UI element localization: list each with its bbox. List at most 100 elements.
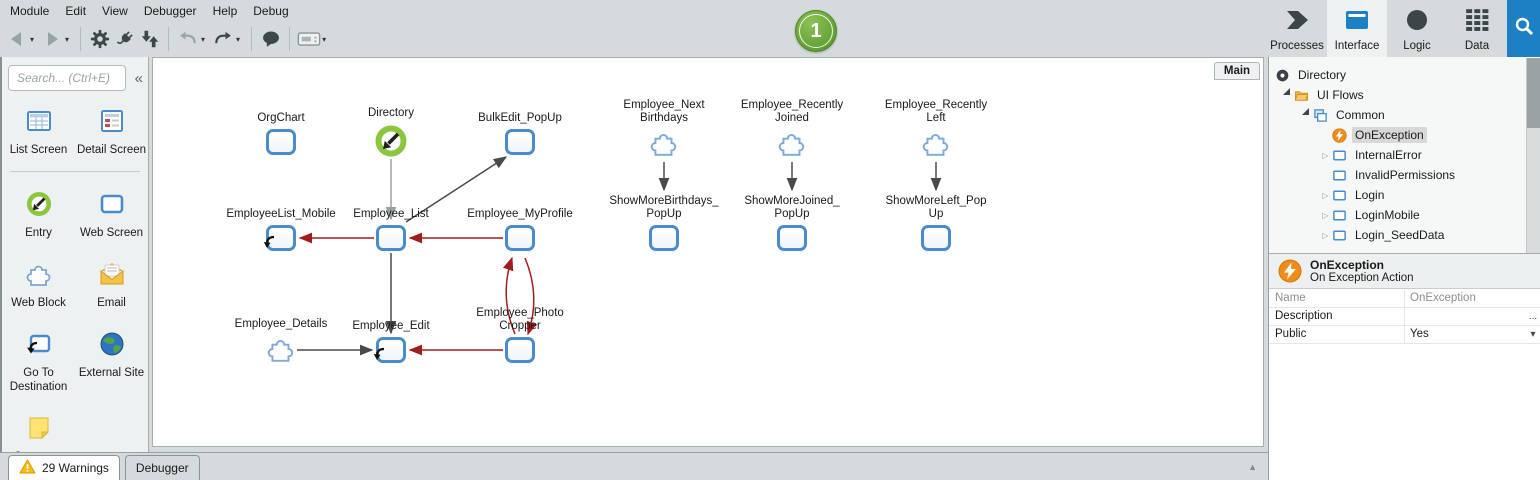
toolbox-item-web-screen[interactable]: Web Screen xyxy=(75,190,148,240)
flow-node-employee-next-birthdays[interactable] xyxy=(649,128,679,163)
tree-item-login[interactable]: ▷ Login xyxy=(1269,185,1527,205)
toolbox-item-web-block[interactable]: Web Block xyxy=(2,260,75,310)
flow-node-employee-edit[interactable] xyxy=(373,337,406,363)
flow-node-employee-recently-left[interactable] xyxy=(921,128,951,163)
top-tab-label: Interface xyxy=(1334,40,1380,52)
menu-debug[interactable]: Debug xyxy=(253,4,289,18)
bottom-tab-debugger[interactable]: Debugger xyxy=(124,455,200,480)
canvas-tab-main[interactable]: Main xyxy=(1214,62,1260,80)
global-search-button[interactable] xyxy=(1507,0,1540,57)
expander-collapsed-icon[interactable]: ▷ xyxy=(1322,150,1329,160)
tree-item-invalidpermissions[interactable]: InvalidPermissions xyxy=(1269,165,1527,185)
top-tab-logic[interactable]: Logic xyxy=(1387,0,1447,57)
properties-header: OnException On Exception Action xyxy=(1269,253,1540,289)
flow-node-employee-list[interactable] xyxy=(376,225,406,251)
bottom-tab-29-warnings[interactable]: 29 Warnings xyxy=(8,455,120,480)
dropdown-arrow-icon[interactable]: ▾ xyxy=(65,34,70,44)
navigate-back-icon[interactable] xyxy=(4,25,29,53)
tree-item-internalerror[interactable]: ▷InternalError xyxy=(1269,145,1527,165)
toolbox-search-input[interactable] xyxy=(8,65,126,91)
property-value[interactable]: OnException xyxy=(1410,292,1476,304)
scrollbar-thumb[interactable] xyxy=(1527,58,1540,128)
toolbox-item-detail-screen[interactable]: Detail Screen xyxy=(75,107,148,157)
logic-icon xyxy=(1404,0,1430,40)
properties-title: OnException xyxy=(1310,257,1385,272)
property-name: Description xyxy=(1269,308,1405,325)
annotation-step-badge: 1 xyxy=(795,10,837,52)
tree-item-label: UI Flows xyxy=(1317,88,1364,102)
node-label-employee-edit: Employee_Edit xyxy=(352,320,430,332)
toolbox-item-email[interactable]: Email xyxy=(75,260,148,310)
toolbar-separator xyxy=(289,27,291,51)
dropdown-arrow-icon[interactable]: ▾ xyxy=(1530,329,1536,340)
toolbox-item-list-screen[interactable]: List Screen xyxy=(2,107,75,157)
processes-icon xyxy=(1284,0,1310,40)
top-tab-label: Data xyxy=(1464,40,1490,52)
menu-view[interactable]: View xyxy=(102,4,128,18)
dropdown-arrow-icon[interactable]: ▾ xyxy=(322,34,327,44)
search-icon xyxy=(1514,16,1534,41)
tree-item-ui-flows[interactable]: UI Flows xyxy=(1269,85,1527,105)
flow-node-employee-details[interactable] xyxy=(266,334,296,369)
collapse-toolbox-icon[interactable]: « xyxy=(134,70,143,87)
top-tab-data[interactable]: Data xyxy=(1447,0,1507,57)
menu-debugger[interactable]: Debugger xyxy=(143,4,197,18)
undo-icon[interactable] xyxy=(175,25,200,53)
screen-small-icon xyxy=(1332,168,1347,183)
connect-plug-icon[interactable] xyxy=(112,25,137,53)
settings-gear-icon[interactable] xyxy=(87,25,112,53)
redo-icon[interactable] xyxy=(210,25,235,53)
node-label-employee-myprofile: Employee_MyProfile xyxy=(467,208,573,220)
tree-item-loginmobile[interactable]: ▷LoginMobile xyxy=(1269,205,1527,225)
node-label-showmorejoined-popup: ShowMoreJoined_PopUp xyxy=(744,195,840,220)
flow-node-showmorejoined-popup[interactable] xyxy=(777,225,807,251)
navigate-forward-icon[interactable] xyxy=(39,25,64,53)
bottom-tab-label: Debugger xyxy=(135,461,189,475)
flow-node-orgchart[interactable] xyxy=(266,129,296,155)
tree-item-common[interactable]: Common xyxy=(1269,105,1527,125)
flow-node-employeelist-mobile[interactable] xyxy=(263,225,296,251)
expander-collapsed-icon[interactable]: ▷ xyxy=(1322,230,1329,240)
property-value[interactable]: Yes xyxy=(1410,328,1429,340)
toolbar-separator xyxy=(251,27,253,51)
flow-node-showmoreleft-popup[interactable] xyxy=(921,225,951,251)
menu-help[interactable]: Help xyxy=(212,4,238,18)
flow-node-showmorebirthdays-popup[interactable] xyxy=(649,225,679,251)
flow-node-employee-photo-cropper[interactable] xyxy=(505,337,535,363)
ellipsis-button[interactable]: ... xyxy=(1528,311,1538,322)
expander-collapsed-icon[interactable]: ▷ xyxy=(1322,210,1329,220)
tree-item-onexception[interactable]: OnException xyxy=(1269,125,1527,145)
dropdown-arrow-icon[interactable]: ▾ xyxy=(201,34,206,44)
tree-item-login-seeddata[interactable]: ▷Login_SeedData xyxy=(1269,225,1527,245)
publish-arrows-icon[interactable] xyxy=(137,25,162,53)
top-tab-processes[interactable]: Processes xyxy=(1267,0,1327,57)
menu-edit[interactable]: Edit xyxy=(65,4,87,18)
flow-node-employee-myprofile[interactable] xyxy=(505,225,535,251)
expander-collapsed-icon[interactable]: ▷ xyxy=(1322,190,1329,200)
flow-node-bulkedit-popup[interactable] xyxy=(505,129,535,155)
node-label-bulkedit-popup: BulkEdit_PopUp xyxy=(478,112,562,124)
menu-module[interactable]: Module xyxy=(10,4,50,18)
flow-node-directory[interactable] xyxy=(373,123,409,164)
dropdown-arrow-icon[interactable]: ▾ xyxy=(236,34,241,44)
tree-item-label: Login xyxy=(1355,188,1385,202)
email-icon xyxy=(98,260,126,293)
screen-preview-icon[interactable] xyxy=(296,25,321,53)
tree-item-directory[interactable]: Directory xyxy=(1269,65,1527,85)
flow-node-employee-recently-joined[interactable] xyxy=(777,128,807,163)
toolbox-item-entry[interactable]: Entry xyxy=(2,190,75,240)
toolbox-item-go-to-destination[interactable]: Go To Destination xyxy=(2,330,75,394)
tree-scrollbar[interactable] xyxy=(1526,58,1540,253)
panel-collapse-arrow-icon[interactable]: ▲ xyxy=(1248,462,1257,472)
top-tab-interface[interactable]: Interface xyxy=(1327,0,1387,57)
node-label-employeelist-mobile: EmployeeList_Mobile xyxy=(226,208,336,220)
dropdown-arrow-icon[interactable]: ▾ xyxy=(30,34,35,44)
comment-bubble-icon[interactable] xyxy=(258,25,283,53)
toolbox-item-external-site[interactable]: External Site xyxy=(75,330,148,394)
screen-small-icon xyxy=(1332,148,1347,163)
property-name: Name xyxy=(1269,290,1405,307)
